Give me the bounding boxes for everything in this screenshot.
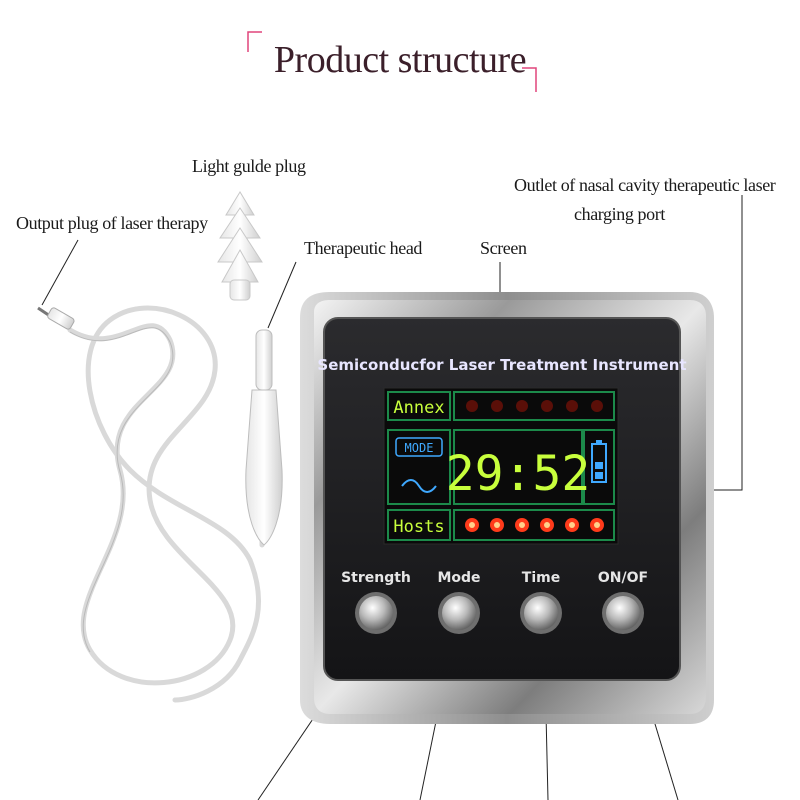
- strength-button-label: Strength: [341, 570, 411, 586]
- label-screen: Screen: [480, 238, 527, 258]
- label-light-guide-plug: Light gulde plug: [192, 156, 306, 176]
- label-outlet-line1: Outlet of nasal cavity therapeutic laser: [514, 175, 776, 195]
- lcd-screen: [383, 387, 619, 545]
- laser-cable: [67, 305, 269, 703]
- time-button[interactable]: [520, 592, 562, 634]
- therapeutic-head-icon: [245, 329, 283, 546]
- label-outlet-line2: charging port: [574, 204, 665, 224]
- label-therapeutic-head: Therapeutic head: [304, 238, 423, 258]
- hosts-label: Hosts: [393, 517, 444, 537]
- annex-indicator-dots: [466, 400, 603, 412]
- mode-button[interactable]: [438, 592, 480, 634]
- title-brackets: [247, 31, 537, 92]
- onoff-button-label: ON/OF: [598, 570, 648, 586]
- hosts-indicator-dots: [465, 518, 604, 532]
- light-guide-plug-icon: [217, 191, 263, 301]
- page-title: Product structure: [273, 39, 527, 81]
- annex-label: Annex: [393, 398, 444, 418]
- strength-button[interactable]: [355, 592, 397, 634]
- mode-button-label: Mode: [437, 570, 480, 586]
- time-button-label: Time: [522, 570, 560, 586]
- mode-badge: MODE: [405, 441, 434, 455]
- battery-icon: [591, 440, 607, 483]
- output-plug-icon: [37, 306, 75, 330]
- timer-display: 29:52: [446, 446, 591, 502]
- device-name: Semiconducfor Laser Treatment Instrument: [317, 356, 686, 374]
- label-output-plug: Output plug of laser therapy: [16, 213, 208, 233]
- onoff-button[interactable]: [602, 592, 644, 634]
- wave-icon: [401, 479, 437, 493]
